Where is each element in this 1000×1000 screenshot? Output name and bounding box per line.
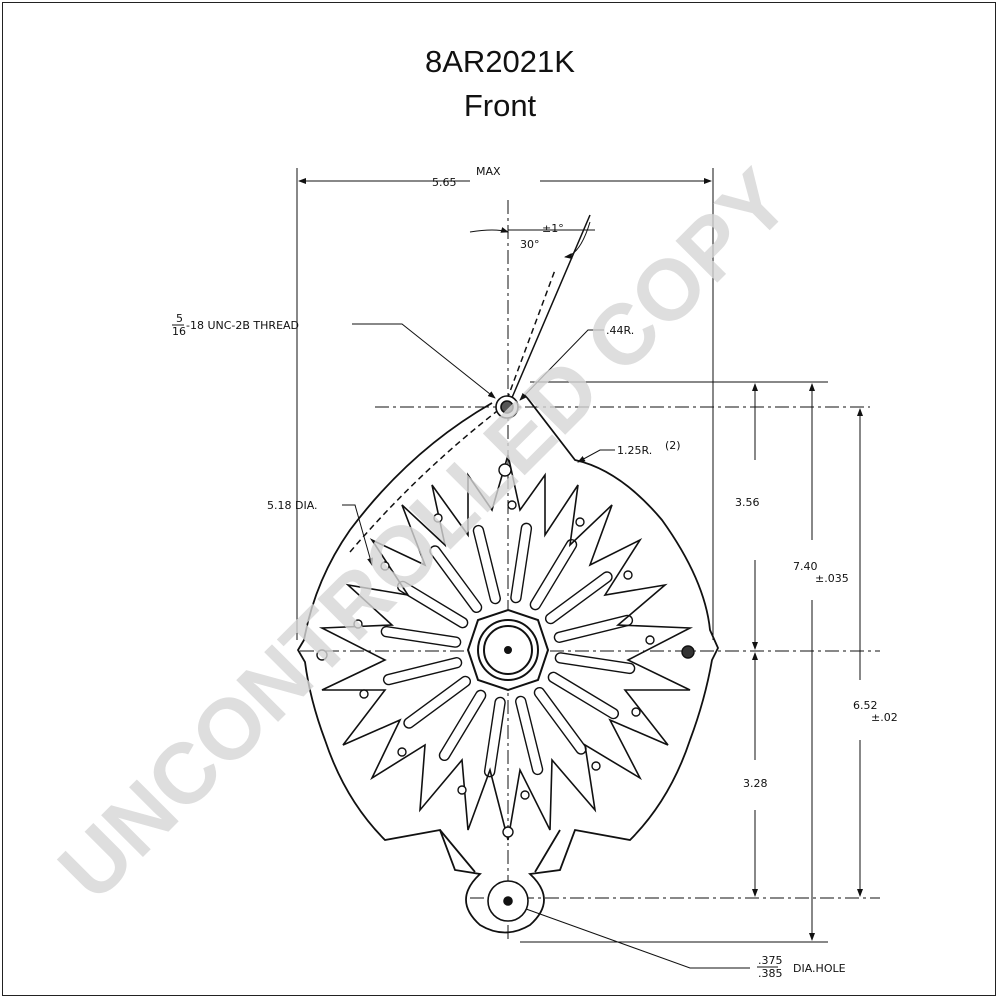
mount-height-tol: ±.02: [871, 711, 898, 724]
vent-slot: [533, 686, 587, 755]
vent-slot: [380, 625, 462, 648]
top-radius: .44R.: [606, 324, 634, 337]
fan-blades: [318, 454, 694, 841]
thread-fraction-num: 5: [176, 312, 183, 325]
uncontrolled-copy-watermark: UNCONTROLLED COPY: [41, 151, 808, 918]
vent-slot: [396, 580, 469, 629]
dimension-labels: 5.65 MAX 30° ±1° 5 16 -18 UNC-2B THREAD …: [172, 165, 898, 980]
vent-slot: [510, 522, 533, 604]
hole-size-top: .375: [758, 954, 783, 967]
hole-size-bottom: .385: [758, 967, 783, 980]
vent-slot: [547, 671, 620, 720]
vent-slot: [529, 538, 578, 611]
thread-fraction-den: 16: [172, 325, 186, 338]
dimension-lines: [298, 178, 863, 941]
vent-slot: [438, 689, 487, 762]
vent-slots: [380, 522, 636, 778]
vent-slot: [515, 695, 544, 776]
side-radius: 1.25R.: [617, 444, 652, 457]
vent-slot: [429, 545, 483, 614]
thread-spec: -18 UNC-2B THREAD: [186, 319, 299, 332]
angle-value: 30°: [520, 238, 540, 251]
angle-tolerance: ±1°: [542, 222, 564, 235]
total-height-tol: ±.035: [815, 572, 849, 585]
leader-lines: [342, 323, 750, 969]
overall-width-value: 5.65: [432, 176, 457, 189]
vent-slot: [553, 614, 634, 643]
drawing-title: 8AR2021K: [425, 44, 575, 79]
vent-slot: [472, 524, 501, 605]
vent-slot: [403, 675, 472, 729]
upper-height: 3.56: [735, 496, 760, 509]
view-label: Front: [463, 88, 537, 123]
mounting-lug: [487, 395, 529, 922]
small-holes: [316, 463, 695, 838]
extension-lines: [296, 168, 880, 943]
mount-height: 6.52: [853, 699, 878, 712]
shaft-hub: [466, 608, 550, 692]
overall-width-suffix: MAX: [476, 165, 501, 178]
diameter-label: 5.18 DIA.: [267, 499, 318, 512]
vent-slot: [544, 571, 613, 625]
side-radius-note: (2): [665, 439, 681, 452]
hole-label: DIA.HOLE: [793, 962, 846, 975]
slot-arc: [349, 214, 591, 553]
vent-slot: [382, 657, 463, 686]
housing-outline: [296, 394, 719, 934]
total-height: 7.40: [793, 560, 818, 573]
vent-slot: [554, 652, 636, 675]
lower-height: 3.28: [743, 777, 768, 790]
vent-slot: [483, 696, 506, 778]
